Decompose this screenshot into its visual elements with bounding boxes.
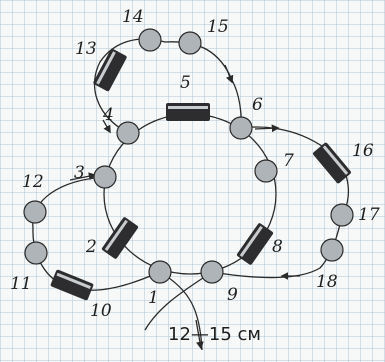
size-caption: 12—15 см: [168, 324, 261, 345]
cylinder-10: [50, 269, 94, 301]
arrow-top-right: [224, 64, 234, 84]
cylinder-2: [101, 217, 139, 259]
labels: 1 2 3 4 5 6 7 8 9 10 11 12 13 14 15 16 1…: [10, 7, 380, 321]
label-bead-9: 9: [227, 285, 238, 305]
bead-18: [320, 238, 344, 262]
top-loop-thread: [93, 38, 242, 134]
arrow-thread-end: [195, 319, 204, 350]
label-cylinder-5: 5: [180, 73, 191, 93]
label-bead-17: 17: [358, 205, 380, 225]
bead-1: [148, 260, 172, 284]
label-bead-12: 12: [22, 172, 44, 192]
cylinders: [50, 48, 351, 301]
bead-15: [178, 31, 202, 55]
label-cylinder-10: 10: [90, 301, 112, 321]
label-cylinder-16: 16: [352, 141, 374, 161]
bead-12: [23, 200, 47, 224]
cylinder-8: [236, 223, 274, 265]
label-bead-1: 1: [148, 288, 159, 308]
label-bead-6: 6: [252, 95, 263, 115]
bead-6: [229, 116, 253, 140]
bead-3: [93, 165, 117, 189]
bead-14: [138, 28, 162, 52]
cylinder-13: [93, 48, 127, 92]
arrow-right-loop: [254, 124, 280, 133]
cylinder-5: [166, 103, 210, 121]
arrow-left-loop: [69, 172, 97, 181]
beads: [23, 28, 354, 284]
bead-17: [330, 203, 354, 227]
cylinder-16: [313, 142, 351, 184]
label-cylinder-8: 8: [272, 237, 283, 257]
label-bead-4: 4: [102, 105, 114, 125]
label-bead-14: 14: [122, 7, 144, 27]
label-bead-18: 18: [316, 272, 338, 292]
label-bead-11: 11: [10, 274, 32, 294]
bead-9: [200, 260, 224, 284]
bead-7: [254, 159, 278, 183]
thread-arrows: [69, 64, 300, 350]
bead-4: [116, 121, 140, 145]
label-bead-15: 15: [207, 17, 229, 37]
label-bead-3: 3: [74, 163, 85, 183]
label-bead-7: 7: [283, 151, 294, 171]
bead-11: [24, 241, 48, 265]
arrow-top-loop: [102, 119, 111, 134]
label-cylinder-13: 13: [75, 39, 97, 59]
label-cylinder-2: 2: [85, 237, 97, 257]
